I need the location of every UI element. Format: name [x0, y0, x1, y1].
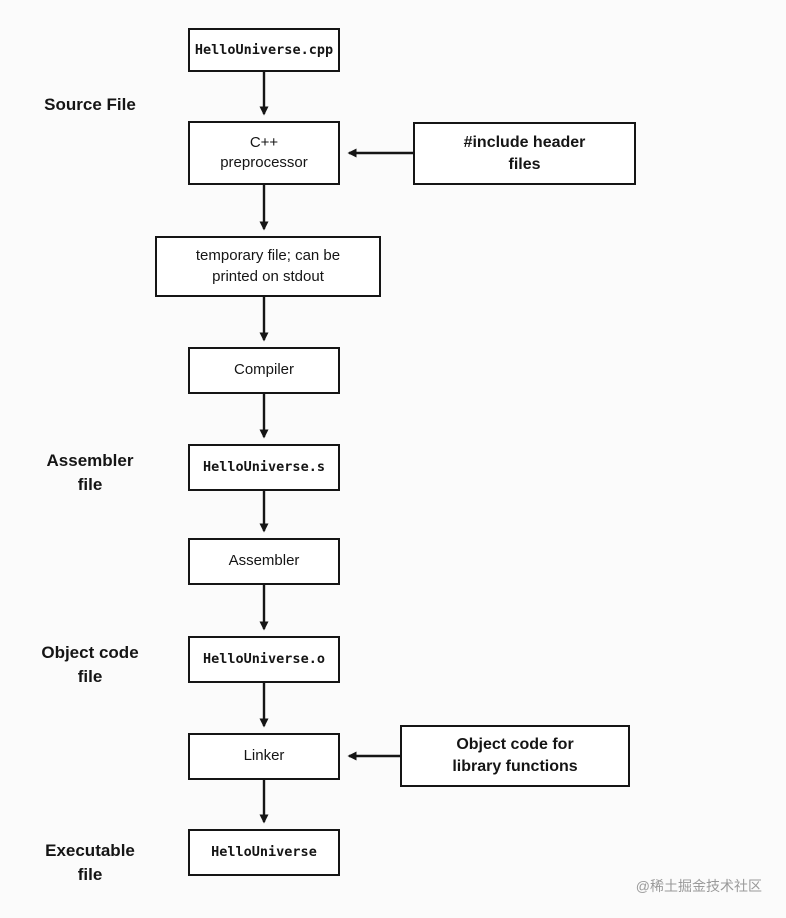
label-executable-file: Executable file: [45, 841, 135, 884]
node-assembler: Assembler: [188, 538, 340, 585]
node-preprocessor: C++ preprocessor: [188, 121, 340, 185]
node-compiler: Compiler: [188, 347, 340, 394]
node-assembly-file: HelloUniverse.s: [188, 444, 340, 491]
label-assembler-file: Assembler file: [46, 451, 134, 494]
node-linker: Linker: [188, 733, 340, 780]
label-object-code-file: Object code file: [41, 643, 139, 686]
node-object-file: HelloUniverse.o: [188, 636, 340, 683]
watermark: @稀土掘金技术社区: [635, 878, 762, 894]
node-temporary-file: temporary file; can be printed on stdout: [155, 236, 381, 297]
callout-include-headers: #include header files: [413, 122, 636, 185]
label-source-file: Source File: [44, 95, 136, 114]
callout-library-object-code: Object code for library functions: [400, 725, 630, 787]
node-executable: HelloUniverse: [188, 829, 340, 876]
node-source-file: HelloUniverse.cpp: [188, 28, 340, 72]
